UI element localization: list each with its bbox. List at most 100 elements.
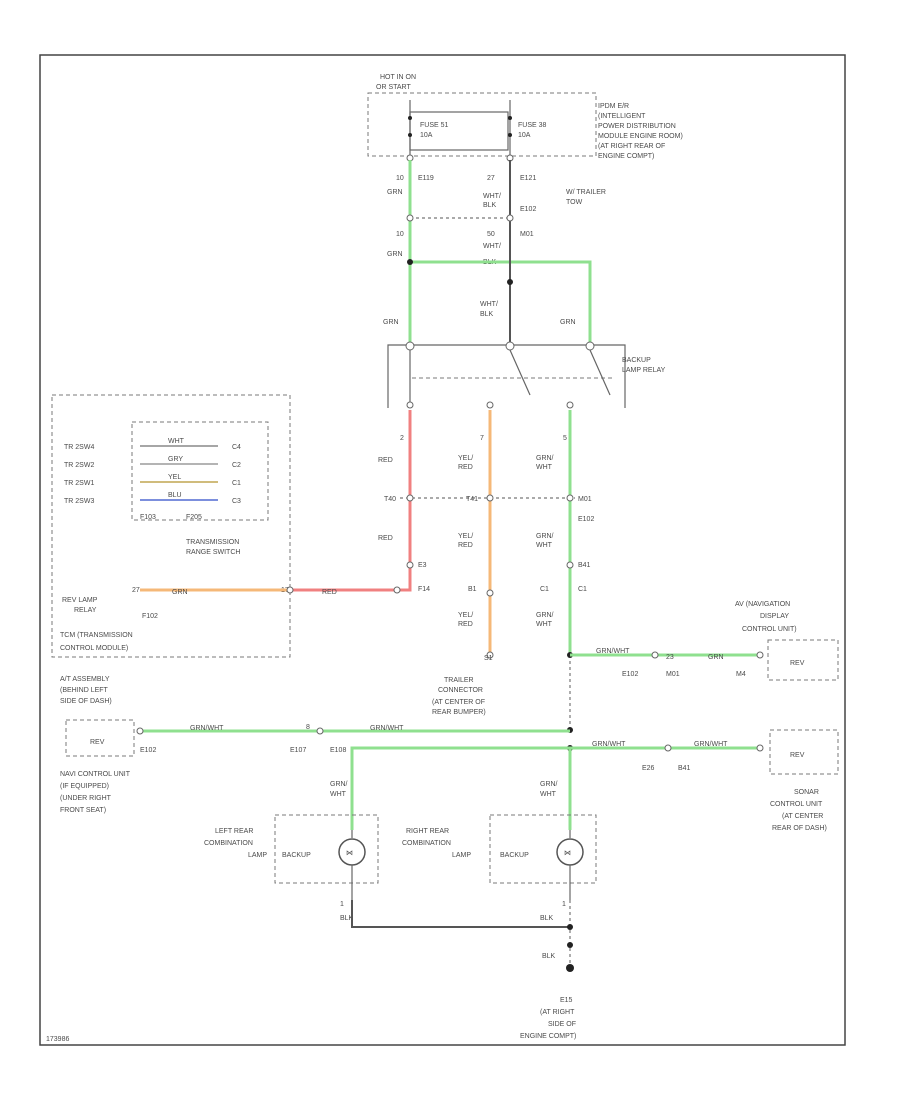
- right-backup-label: BACKUP: [500, 852, 529, 859]
- trans-row-1-pin: C4: [232, 444, 241, 451]
- trans-row-2-pin: C2: [232, 462, 241, 469]
- diagram-code: 173986: [46, 1036, 69, 1043]
- red2-label-3: RED: [458, 621, 473, 628]
- ground-line-1: (AT RIGHT: [540, 1009, 575, 1016]
- av-line-2: DISPLAY: [760, 613, 789, 620]
- left-grn-label: GRN/: [330, 781, 348, 788]
- ipdm-line-6: ENGINE COMPT): [598, 153, 654, 160]
- tcm-label-2: CONTROL MODULE): [60, 645, 128, 652]
- ipdm-box: [367, 92, 597, 157]
- ground-blk-label: BLK: [542, 953, 556, 960]
- fuse-right-label: FUSE 38: [518, 122, 547, 129]
- wht-blk-label-3b: BLK: [480, 311, 494, 318]
- red2-label-1: RED: [458, 464, 473, 471]
- tcm-box: [51, 394, 291, 658]
- grn-label-r3: GRN/: [536, 612, 554, 619]
- left-blk-label: BLK: [340, 915, 354, 922]
- relay-label-2: LAMP RELAY: [622, 367, 666, 374]
- navi-line-3: (UNDER RIGHT: [60, 795, 112, 802]
- sonar-line-3: (AT CENTER: [782, 813, 823, 820]
- sonar-e26: E26: [642, 765, 655, 772]
- navi-line-2: (IF EQUIPPED): [60, 783, 109, 790]
- left-pin-1: 1: [340, 901, 344, 908]
- navi-grn-wht-1: GRN/WHT: [190, 725, 224, 732]
- ground-icon: [566, 964, 574, 972]
- left-backup-label: BACKUP: [282, 852, 311, 859]
- conn-e121-label: E121: [520, 175, 536, 182]
- f14-label: F14: [418, 586, 430, 593]
- navi-box: [65, 719, 135, 757]
- t40-label: T40: [384, 496, 396, 503]
- at-line-1: A/T ASSEMBLY: [60, 676, 110, 683]
- av-box: [767, 639, 839, 681]
- grn-label-4: GRN: [560, 319, 576, 326]
- av-line-1: AV (NAVIGATION: [735, 601, 790, 608]
- tcm-red-label: RED: [322, 589, 337, 596]
- ipdm-line-2: (INTELLIGENT: [598, 113, 646, 120]
- navi-line-1: NAVI CONTROL UNIT: [60, 771, 131, 778]
- sonar-line-1: SONAR: [794, 789, 819, 796]
- relay-pin-5: 5: [563, 435, 567, 442]
- svg-text:⋈: ⋈: [346, 850, 353, 857]
- trans-row-4-name: TR 2SW3: [64, 498, 94, 505]
- av-line-3: CONTROL UNIT): [742, 626, 797, 633]
- tcm-section: TR 2SW4 TR 2SW2 TR 2SW1 TR 2SW3 WHT GRY …: [51, 394, 291, 658]
- navi-pin-8: 8: [306, 724, 310, 731]
- wht-blk-label-1b: BLK: [483, 202, 497, 209]
- rev-lamp-label-1: REV LAMP: [62, 597, 98, 604]
- right-pin-1: 1: [562, 901, 566, 908]
- e102-label-2: E102: [578, 516, 594, 523]
- c1-label-2: C1: [578, 586, 587, 593]
- red2-label-2: RED: [458, 542, 473, 549]
- fuse-box: [409, 111, 509, 151]
- grn-label-2: GRN: [387, 251, 403, 258]
- red-label-1: RED: [378, 457, 393, 464]
- backup-lamp-relay: BACKUP LAMP RELAY 2 7 5: [387, 341, 666, 442]
- trailer-line-1: TRAILER: [444, 677, 474, 684]
- left-lamp-line-2: COMBINATION: [204, 840, 253, 847]
- trans-row-4-color: BLU: [168, 492, 182, 499]
- av-grn-wht: GRN/WHT: [596, 648, 630, 655]
- sonar-grn-wht-1: GRN/WHT: [592, 741, 626, 748]
- left-lamp-line-3: LAMP: [248, 852, 267, 859]
- right-wht-label: WHT: [540, 791, 557, 798]
- ground-line-3: ENGINE COMPT): [520, 1033, 576, 1040]
- f103-label: F103: [140, 514, 156, 521]
- trans-row-2-name: TR 2SW2: [64, 462, 94, 469]
- trans-row-4-pin: C3: [232, 498, 241, 505]
- rev-lamp-label-2: RELAY: [74, 607, 97, 614]
- grn-label-3: GRN: [383, 319, 399, 326]
- grn-label-r1: GRN/: [536, 455, 554, 462]
- t41-label: T41: [466, 496, 478, 503]
- trans-row-1-color: WHT: [168, 438, 185, 445]
- grn-label-r2: GRN/: [536, 533, 554, 540]
- trans-row-2-color: GRY: [168, 456, 183, 463]
- tcm-label-1: TCM (TRANSMISSION: [60, 632, 133, 639]
- right-lamp-line-1: RIGHT REAR: [406, 828, 449, 835]
- f205-label: F205: [186, 514, 202, 521]
- relay-pin-7: 7: [480, 435, 484, 442]
- wht-blk-label-1a: WHT/: [483, 193, 501, 200]
- wht-label-r3: WHT: [536, 621, 553, 628]
- trailer-connector-label: TRAILER CONNECTOR (AT CENTER OF REAR BUM…: [432, 677, 486, 716]
- left-wht-label: WHT: [330, 791, 347, 798]
- yel-label-1: YEL/: [458, 455, 473, 462]
- pin-10-label: 10: [396, 175, 404, 182]
- e102-label-1: E102: [520, 206, 536, 213]
- navi-e102: E102: [140, 747, 156, 754]
- pin-50-label: 50: [487, 231, 495, 238]
- av-m01: M01: [666, 671, 680, 678]
- ground-line-2: SIDE OF: [548, 1021, 576, 1028]
- relay-pin-2: 2: [400, 435, 404, 442]
- range-switch-box: [131, 421, 269, 521]
- grn-wire-branch: [410, 260, 592, 345]
- wht-blk-label-3a: WHT/: [480, 301, 498, 308]
- left-lamp-line-1: LEFT REAR: [215, 828, 253, 835]
- tcm-grn-label: GRN: [172, 589, 188, 596]
- sonar-b41: B41: [678, 765, 691, 772]
- grn-label-1: GRN: [387, 189, 403, 196]
- s1-label: S1: [484, 655, 493, 662]
- ipdm-section: HOT IN ON OR START FUSE 51 10A FUSE 38 1…: [367, 74, 683, 326]
- right-grn-label: GRN/: [540, 781, 558, 788]
- trailer-line-3: (AT CENTER OF: [432, 699, 485, 706]
